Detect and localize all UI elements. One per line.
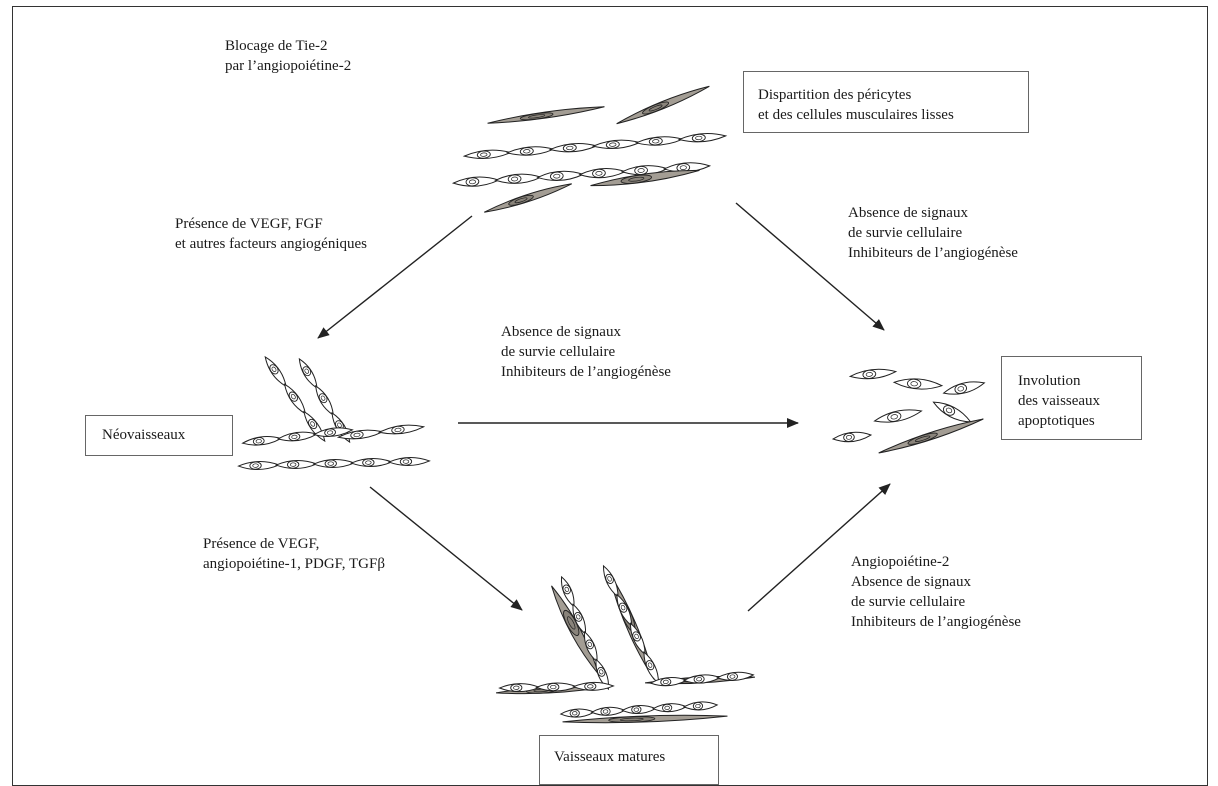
endothelial-cell [264,355,287,388]
label-ang2-bottom: Angiopoiétine-2 Absence de signaux de su… [851,554,1021,630]
endothelial-cell [283,383,307,415]
neovessel-cluster [237,355,431,470]
endothelial-cell [662,162,712,173]
mature-vessel-cluster [495,564,756,724]
endothelial-cell [932,401,972,423]
endothelial-cell [312,427,354,437]
apoptotic-cell-cluster [831,368,986,454]
pericyte-cell [484,183,572,213]
pericyte-cell [616,85,710,125]
endothelial-cell [312,459,356,468]
endothelial-cell [621,705,657,714]
endothelial-cell [578,167,627,179]
box-involution: Involution des vaisseaux apoptotiques [1001,356,1142,440]
endothelial-cell [494,173,543,184]
endothelial-cell [276,431,319,442]
endothelial-cell [237,461,281,470]
endothelial-cell [377,424,426,435]
endothelial-cell [298,357,318,390]
endothelial-cell [303,410,326,443]
endothelial-cell [682,674,722,684]
endothelial-cell [590,706,626,716]
endothelial-cell [548,142,599,153]
pericyte-cell [878,418,984,454]
box-pericyte-loss: Dispartition des péricytes et des cellul… [743,71,1029,133]
endothelial-cell [652,703,688,713]
label-no-survival-middle: Absence de signaux de survie cellulaire … [501,324,671,380]
endothelial-cell [716,671,755,681]
endothelial-cell [942,381,986,395]
endothelial-cell [892,378,944,390]
endothelial-cell [595,658,610,691]
endothelial-cell [873,409,923,423]
endothelial-cell [634,136,685,146]
endothelial-cell [536,170,585,182]
endothelial-cell [315,384,334,417]
arrow-top-to-neovessels [317,215,473,339]
box-neovessels: Néovaisseaux [85,415,233,456]
arrow-mature-to-involution [747,483,891,612]
endothelial-cell [677,132,728,143]
endothelial-cell [505,146,556,156]
endothelial-cell [387,457,431,466]
endothelial-cell [602,564,619,598]
top-vessel-cluster [451,85,728,213]
endothelial-cell [274,460,319,469]
endothelial-cell [572,681,615,691]
arrow-top-to-involution [735,202,885,331]
label-vegf-ang1: Présence de VEGF, angiopoiétine-1, PDGF,… [203,536,385,572]
pericyte-cell [487,106,605,124]
endothelial-cell [451,176,501,187]
pericyte-cell [590,169,700,187]
label-no-survival-top: Absence de signaux de survie cellulaire … [848,205,1018,261]
endothelial-cell [682,701,719,711]
endothelial-cell [848,368,898,380]
endothelial-cell [559,708,596,718]
endothelial-cell [462,149,513,160]
endothelial-cell [349,458,394,467]
label-tie2-block: Blocage de Tie-2 par l’angiopoiétine-2 [225,38,352,74]
endothelial-cell [241,436,283,446]
pericyte-cell [562,714,728,724]
label-vegf-fgf: Présence de VEGF, FGF et autres facteurs… [175,216,368,252]
box-mature-vessels: Vaisseaux matures [539,735,719,785]
pericyte-cell [551,585,599,675]
arrow-neovessels-to-mature [369,486,523,611]
endothelial-cell [831,431,873,443]
endothelial-cell [591,139,642,150]
